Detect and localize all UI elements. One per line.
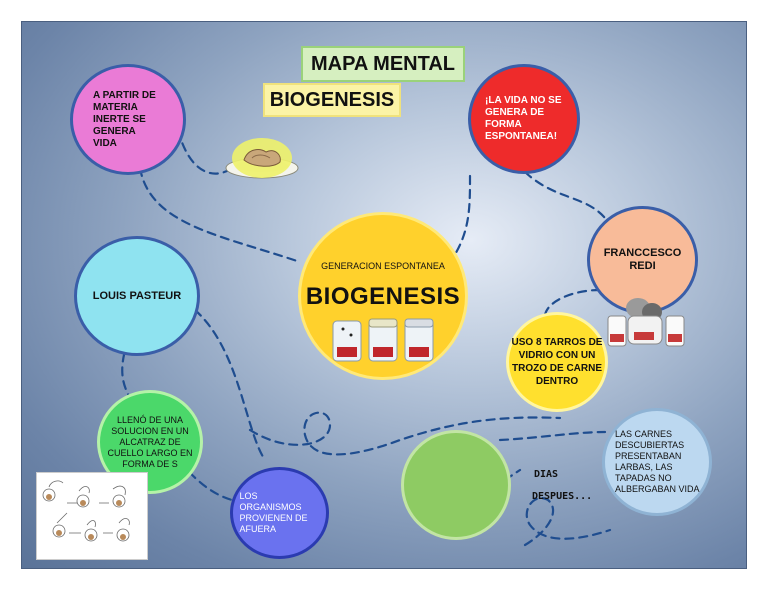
- connector-loop-a: [248, 411, 562, 456]
- connector-pink-to-center: [138, 166, 302, 264]
- node-tarros: USO 8 TARROS DE VIDRIO CON UN TROZO DE C…: [506, 312, 608, 412]
- node-redi-label: FRANCCESCO REDI: [603, 247, 682, 272]
- node-alcatraz-label: LLENÓ DE UNA SOLUCION EN UN ALCATRAZ DE …: [107, 414, 193, 469]
- title-text: MAPA MENTAL: [310, 52, 456, 75]
- node-vida-no-espontanea-label: ¡LA VIDA NO SE GENERA DE FORMA ESPONTANE…: [485, 95, 562, 142]
- despues-label: DESPUES...: [532, 491, 593, 502]
- connector-redi-to-tarros: [543, 288, 602, 317]
- node-organismos-label: LOS ORGANISMOS PROVIENEN DE AFUERA: [239, 491, 308, 534]
- title-box: MAPA MENTAL: [301, 46, 465, 82]
- subtitle-text: BIOGENESIS: [269, 88, 395, 111]
- connector-pasteur-to-organismos: [193, 308, 267, 462]
- node-materia-inerte-label: A PARTIR DE MATERIA INERTE SE GENERA VID…: [93, 89, 156, 149]
- node-carnes-label: LAS CARNES DESCUBIERTAS PRESENTABAN LARB…: [615, 429, 700, 494]
- center-big-label: BIOGENESIS: [305, 283, 461, 310]
- node-pasteur: LOUIS PASTEUR: [74, 236, 200, 356]
- redi-experiment-image: [604, 288, 690, 354]
- connector-red-to-redi: [523, 170, 607, 220]
- pasteur-flask-diagram: [36, 472, 148, 560]
- node-materia-inerte: A PARTIR DE MATERIA INERTE SE GENERA VID…: [70, 64, 186, 175]
- dias-label: DIAS: [534, 469, 559, 480]
- connector-pink-to-plate: [176, 128, 234, 175]
- plate-with-meat-image: [224, 136, 300, 190]
- node-center-biogenesis: GENERACION ESPONTANEA BIOGENESIS: [298, 212, 468, 380]
- node-redi: FRANCCESCO REDI: [587, 206, 698, 314]
- node-green-empty: [401, 430, 511, 540]
- glass-jars-image: [332, 318, 434, 362]
- node-carnes: LAS CARNES DESCUBIERTAS PRESENTABAN LARB…: [602, 408, 712, 516]
- node-organismos: LOS ORGANISMOS PROVIENEN DE AFUERA: [230, 467, 329, 559]
- node-pasteur-label: LOUIS PASTEUR: [92, 290, 182, 302]
- subtitle-box: BIOGENESIS: [263, 83, 401, 117]
- node-tarros-label: USO 8 TARROS DE VIDRIO CON UN TROZO DE C…: [511, 337, 603, 387]
- center-small-label: GENERACION ESPONTANEA: [321, 261, 445, 271]
- node-vida-no-espontanea: ¡LA VIDA NO SE GENERA DE FORMA ESPONTANE…: [468, 64, 580, 174]
- connector-green-to-carnes: [498, 430, 607, 442]
- dias-despues-text: DIAS DESPUES...: [532, 464, 592, 508]
- connector-loop-b: [523, 497, 612, 547]
